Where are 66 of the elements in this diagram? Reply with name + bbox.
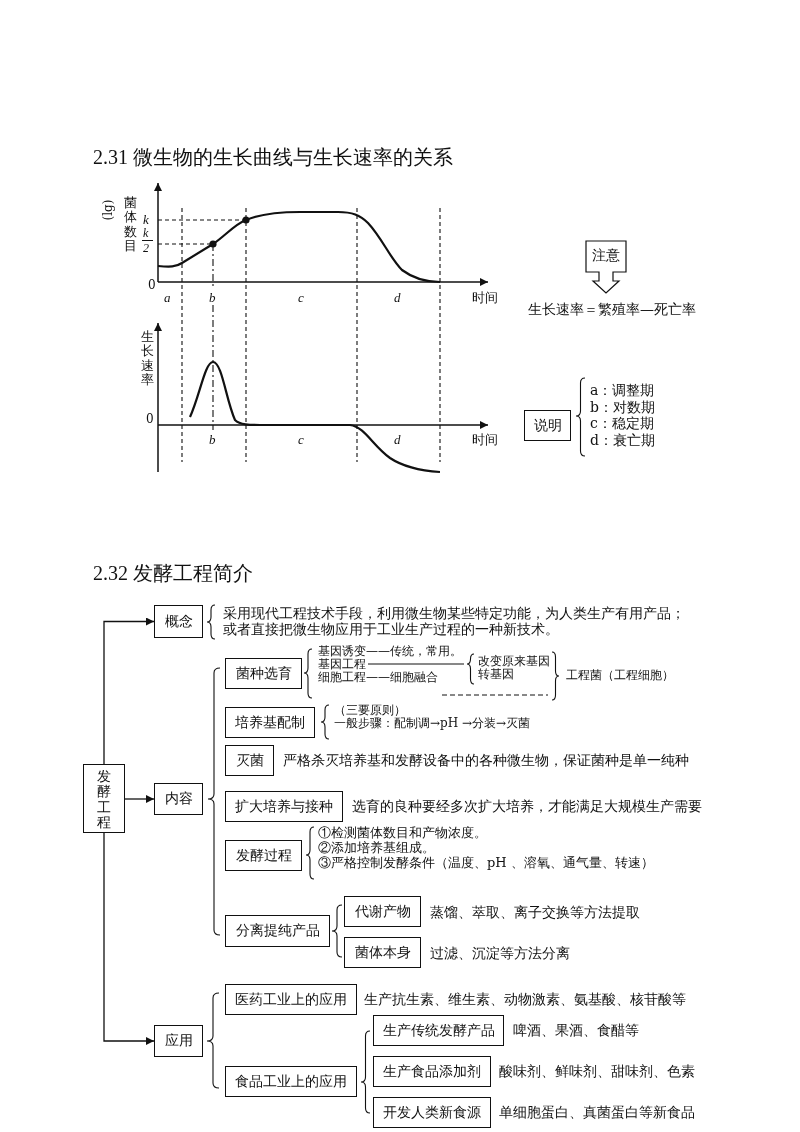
note-text: 啤酒、果酒、食醋等: [513, 1022, 639, 1039]
term-box: 代谢产物: [344, 896, 421, 927]
tick-label: 0: [146, 413, 154, 425]
note-text: b：对数期: [590, 398, 655, 415]
note-text: 改变原来基因: [478, 655, 550, 667]
section-heading: 2.32 发酵工程简介: [93, 562, 253, 585]
term-box: 说明: [524, 410, 571, 441]
note-text: 一般步骤：配制调→pH →分装→灭菌: [334, 717, 531, 731]
term-box: 扩大培养与接种: [225, 791, 343, 822]
axis-title: 时间: [472, 433, 498, 446]
phase-label: b: [209, 433, 216, 446]
term-box: 菌体本身: [344, 937, 421, 968]
term-box: 生产食品添加剂: [373, 1056, 491, 1087]
note-text: （三要原则）: [334, 704, 406, 718]
note-text: ②添加培养基组成。: [318, 841, 435, 856]
note-text: 严格杀灭培养基和发酵设备中的各种微生物，保证菌种是单一纯种: [283, 752, 689, 769]
arrow: [124, 795, 155, 803]
phase-label: c: [298, 291, 304, 304]
note-text: 单细胞蛋白、真菌蛋白等新食品: [499, 1104, 695, 1121]
section-heading: 2.31 微生物的生长曲线与生长速率的关系: [93, 146, 453, 169]
term-box: 灭菌: [225, 745, 274, 776]
note-text: 采用现代工程技术手段，利用微生物某些特定功能，为人类生产有用产品；或者直接把微生物应用于工业生产过程的一种新技术。: [223, 605, 686, 637]
note-text: 细胞工程——细胞融合: [318, 671, 438, 685]
axis-title: 时间: [472, 291, 498, 304]
note-text: 生长速率＝繁殖率—死亡率: [528, 301, 696, 318]
axis-title: 生长速率: [141, 330, 154, 388]
term-box: 发酵工程: [83, 764, 125, 833]
term-box: 医药工业上的应用: [225, 984, 357, 1015]
note-text: 生产抗生素、维生素、动物激素、氨基酸、核苷酸等: [364, 991, 686, 1008]
term-box: 培养基配制: [225, 707, 315, 738]
term-box: 食品工业上的应用: [225, 1066, 357, 1097]
tick-label: 0: [148, 279, 156, 291]
tick-label: k: [143, 227, 149, 239]
callout-label: 注意: [591, 246, 621, 265]
term-box: 分离提纯产品: [225, 915, 330, 947]
note-text: 转基因: [478, 668, 514, 680]
note-text: 工程菌（工程细胞）: [566, 669, 674, 681]
note-text: c：稳定期: [590, 415, 654, 432]
term-box: 应用: [154, 1025, 203, 1057]
arrow: [103, 832, 155, 1045]
note-text: 选育的良种要经多次扩大培养，才能满足大规模生产需要: [352, 798, 702, 815]
note-text: 酸味剂、鲜味剂、甜味剂、色素: [499, 1063, 695, 1080]
axis-unit: (lg): [102, 199, 115, 221]
note-text: ③严格控制发酵条件（温度、pH 、溶氧、通气量、转速）: [318, 856, 654, 871]
phase-label: d: [394, 433, 401, 446]
tick-label: 2: [143, 242, 149, 254]
term-box: 开发人类新食源: [373, 1097, 491, 1128]
phase-label: c: [298, 433, 304, 446]
term-box: 内容: [154, 783, 203, 815]
phase-label: a: [164, 291, 171, 304]
note-text: 过滤、沉淀等方法分离: [430, 945, 570, 962]
note-text: d：衰亡期: [590, 431, 655, 448]
term-box: 发酵过程: [225, 840, 302, 871]
term-box: 概念: [154, 605, 203, 638]
note-text: 基因工程: [318, 658, 366, 671]
term-box: 生产传统发酵产品: [373, 1015, 504, 1046]
note-text: 蒸馏、萃取、离子交换等方法提取: [430, 904, 640, 921]
note-text: a：调整期: [590, 382, 655, 399]
note-text: ①检测菌体数目和产物浓度。: [318, 826, 487, 841]
axis-title: 菌体数目: [124, 196, 137, 254]
arrow: [103, 617, 155, 765]
phase-label: b: [209, 291, 216, 304]
note-text: 基因诱变——传统，常用。: [318, 645, 462, 658]
phase-label: d: [394, 291, 401, 304]
term-box: 菌种选育: [225, 658, 302, 689]
tick-label: k: [143, 213, 149, 226]
